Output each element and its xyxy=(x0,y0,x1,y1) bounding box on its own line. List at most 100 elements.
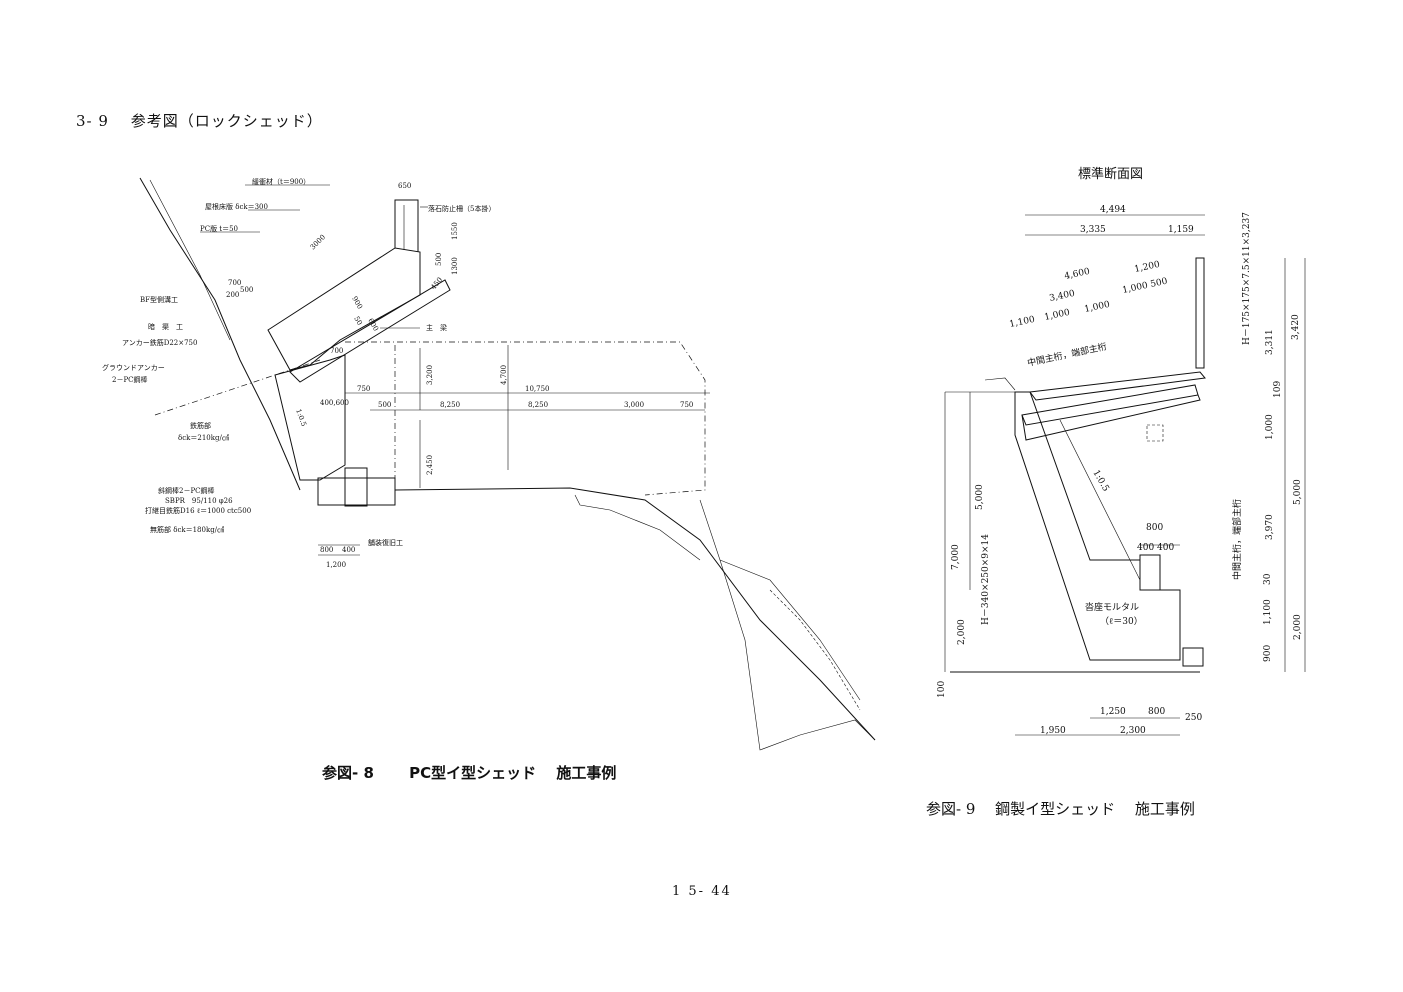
f9-dim-100: 100 xyxy=(937,681,947,698)
f8-label-pavement: 舗装復旧工 xyxy=(368,538,403,547)
f9-dim-1000b: 1,000 xyxy=(1084,300,1112,315)
f8-ground-anchor xyxy=(154,359,321,416)
f8-dim-8250a: 8,250 xyxy=(440,401,460,409)
f8-label-pc-plate: PC版 t＝50 xyxy=(200,224,238,233)
f9-dim-1950: 1,950 xyxy=(1040,726,1066,736)
f8-main-beam xyxy=(289,279,451,383)
f9-dim-2000b: 2,000 xyxy=(957,619,967,645)
f8-dim-1200: 1,200 xyxy=(326,561,346,569)
f9-column-slope xyxy=(1059,419,1141,581)
f9-label-h-large: H－340×250×9×14 xyxy=(981,534,991,625)
f8-ground xyxy=(394,487,876,741)
f9-dim-3420: 3,420 xyxy=(1291,314,1301,340)
f8-hatching xyxy=(769,589,861,711)
f8-label-fence: 落石防止柵（5本掛） xyxy=(428,204,495,213)
f9-dim-4600: 4,600 xyxy=(1064,267,1092,282)
f9-gutter xyxy=(984,377,1016,391)
f9-dim-800b: 800 xyxy=(1148,707,1165,717)
f8-label-ground-anchor-1: グラウンドアンカー xyxy=(102,363,165,372)
f8-dim-700a: 700 xyxy=(228,279,241,287)
f8-label-ground-anchor-2: 2－PC鋼棒 xyxy=(112,375,148,384)
f9-dim-2000a: 2,000 xyxy=(1293,614,1303,640)
f8-dim-200: 200 xyxy=(226,291,239,299)
f8-dim-500b: 500 xyxy=(240,286,253,294)
f9-shoe xyxy=(1139,554,1161,591)
f8-label-drain: 暗 渠 工 xyxy=(148,322,183,331)
f9-dim-3311: 3,311 xyxy=(1265,329,1275,355)
f8-fill-slope xyxy=(699,499,876,751)
f9-dim-1200: 1,200 xyxy=(1134,260,1162,275)
f8-clearance xyxy=(345,341,706,496)
f8-dim-450: 450 xyxy=(429,276,444,291)
f9-dim-3335: 3,335 xyxy=(1080,225,1106,235)
f9-label-slope: 1:0.5 xyxy=(1090,469,1110,494)
f9-dim-1100: 1,100 xyxy=(1009,315,1037,330)
f8-label-slant-3: 打継目鉄筋D16 ℓ＝1000 ctc500 xyxy=(145,506,251,515)
f8-dim-800: 800 xyxy=(320,546,333,554)
f9-dim-3970: 3,970 xyxy=(1265,514,1275,540)
f8-dim-3000b: 3,000 xyxy=(624,401,644,409)
f9-label-girder-top: 中間主桁，端部主桁 xyxy=(1026,340,1108,369)
f8-dim-4700: 4,700 xyxy=(500,365,508,385)
f8-slope-inner xyxy=(149,179,231,341)
f8-dim-50: 50 xyxy=(352,315,363,327)
f9-dim-400-400: 400 400 xyxy=(1137,543,1174,553)
section-title: 3- 9 参考図（ロックシェッド） xyxy=(76,112,323,130)
f9-dim-900: 900 xyxy=(1263,645,1273,662)
f9-dim-5000a: 5,000 xyxy=(1293,479,1303,505)
f9-dim-1159: 1,159 xyxy=(1168,225,1194,235)
figure8-caption: 参図- 8 PC型イ型シェッド 施工事例 xyxy=(322,764,617,782)
f9-dim-7000: 7,000 xyxy=(951,544,961,570)
f8-rock-line xyxy=(719,559,861,701)
f9-dim-250: 250 xyxy=(1185,713,1202,723)
f9-bracket xyxy=(1146,424,1164,442)
f9-drain xyxy=(1182,647,1204,667)
f9-dim-30: 30 xyxy=(1263,573,1273,585)
f9-dim-1000-500: 1,000 500 xyxy=(1122,277,1169,296)
f9-dim-1100b: 1,100 xyxy=(1263,599,1273,625)
f8-dim-1550: 1550 xyxy=(451,222,459,240)
f9-label-h-small: H－175×175×7.5×11×3,237 xyxy=(1242,212,1252,345)
figure9-drawing: 標準断面図 H－175×175×7.5×11×3,237 H－340×250×9… xyxy=(937,166,1306,736)
f8-label-cushion: 緩衝材（t＝900） xyxy=(252,177,310,186)
f8-dim-500: 500 xyxy=(435,253,443,266)
f8-dim-750a: 750 xyxy=(357,385,370,393)
f8-label-bf: BF型側溝工 xyxy=(140,295,178,304)
f8-dim-900: 900 xyxy=(350,295,364,311)
f8-dim-3000: 3000 xyxy=(309,233,327,251)
page-number: 1 5- 44 xyxy=(672,884,732,899)
f9-label-girder-side: 中間主桁，端部主桁 xyxy=(1231,499,1243,580)
f9-dim-1000c: 1,000 xyxy=(1265,414,1275,440)
f8-dim-500c: 500 xyxy=(378,401,391,409)
f9-dim-2300: 2,300 xyxy=(1120,726,1146,736)
f8-label-anchor-bar: アンカー鉄筋D22×750 xyxy=(122,338,197,347)
f9-roof-bottom xyxy=(1021,394,1201,441)
f9-fence-column xyxy=(1195,257,1205,369)
f9-dim-5000b: 5,000 xyxy=(975,484,985,510)
f9-dim-3400: 3,400 xyxy=(1049,289,1077,304)
f8-dim-650: 650 xyxy=(398,182,411,190)
f9-roof-girder xyxy=(1021,384,1199,426)
f8-label-rebar-2: δck＝210kg/㎠ xyxy=(178,434,229,442)
f8-label-slant-2: SBPR 95/110 φ26 xyxy=(165,497,233,505)
f8-footing xyxy=(317,477,396,506)
f8-label-plain-concrete: 無筋部 δck＝180kg/㎠ xyxy=(150,525,224,534)
f8-label-slope: 1:0.5 xyxy=(294,408,308,428)
f8-dim-10750: 10,750 xyxy=(525,385,550,393)
f8-dim-750b: 750 xyxy=(680,401,693,409)
f9-dim-4494: 4,494 xyxy=(1100,205,1126,215)
f8-roof-slab xyxy=(267,247,421,371)
figure8-drawing: 緩衝材（t＝900） 屋根床版 δck＝300 PC版 t＝50 BF型側溝工 … xyxy=(102,177,876,751)
f8-label-main-beam: 主 梁 xyxy=(426,323,447,332)
f8-ground-2 xyxy=(574,494,701,561)
f8-label-roof-slab: 屋根床版 δck＝300 xyxy=(205,202,268,211)
figure9-caption: 参図- 9 鋼製イ型シェッド 施工事例 xyxy=(926,800,1195,818)
f8-label-slant-1: 斜鋼棒2－PC鋼棒 xyxy=(158,486,215,495)
f8-label-rebar-1: 鉄筋部 xyxy=(190,421,211,430)
f8-dim-700b: 700 xyxy=(330,347,343,355)
f9-dim-1000a: 1,000 xyxy=(1044,308,1072,323)
f8-dim-400: 400 xyxy=(342,546,355,554)
f9-label-mortar: 沓座モルタル xyxy=(1085,601,1139,613)
f8-column xyxy=(274,354,346,481)
